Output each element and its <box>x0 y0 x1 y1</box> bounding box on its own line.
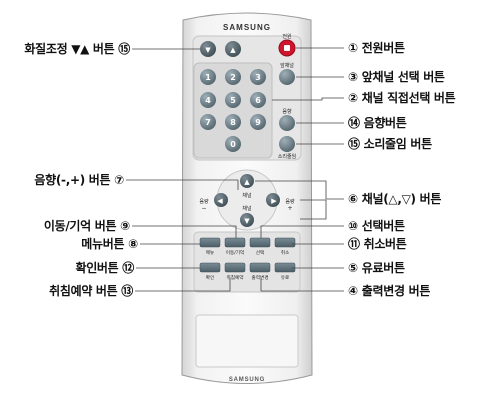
callout-volume: 음향(-,+) 버튼 ⑦ <box>34 173 124 187</box>
callout-pay: ⑤ 유료버튼 <box>348 261 405 275</box>
digit-9-button[interactable]: 9 <box>250 114 266 130</box>
callout-mute: ⑮ 소리줄임 버튼 <box>348 137 432 151</box>
svg-text:◀: ◀ <box>217 197 223 205</box>
digit-5-button[interactable]: 5 <box>225 92 241 108</box>
svg-text:▲: ▲ <box>230 46 236 54</box>
digit-3-button[interactable]: 3 <box>250 69 266 85</box>
callout-ok: 확인버튼 ⑫ <box>75 261 134 275</box>
prev-channel-label: 앞채널 <box>280 62 294 69</box>
sleep-button[interactable]: 취침예약 <box>224 262 246 281</box>
digit-8-label: 8 <box>230 118 236 127</box>
mute-label: 소리줄임 <box>278 153 296 160</box>
digit-1-label: 1 <box>205 73 211 82</box>
number-keypad: 1 2 3 4 5 6 7 8 9 0 <box>200 69 266 152</box>
digit-0-label: 0 <box>230 140 236 149</box>
move-memory-label: 이동/기억 <box>226 249 244 256</box>
leader-lines <box>126 47 344 292</box>
sleep-label: 취침예약 <box>227 274 245 281</box>
digit-1-button[interactable]: 1 <box>200 69 216 85</box>
digit-9-label: 9 <box>255 118 261 127</box>
svg-text:▼: ▼ <box>205 46 211 54</box>
digit-8-button[interactable]: 8 <box>225 114 241 130</box>
cancel-button[interactable]: 취소 <box>274 237 296 256</box>
channel-label-bottom: 채널 <box>242 205 252 212</box>
callout-channel: ⑥ 채널(△,▽) 버튼 <box>348 192 442 206</box>
callout-sleep: 취침예약 버튼 ⑬ <box>49 284 133 298</box>
prev-channel-button[interactable] <box>279 69 295 85</box>
svg-text:▶: ▶ <box>271 197 277 205</box>
select-button[interactable]: 선택 <box>249 237 271 256</box>
callout-direct-channel: ② 채널 직접선택 버튼 <box>348 91 456 105</box>
digit-7-label: 7 <box>205 118 211 127</box>
select-label: 선택 <box>256 249 264 256</box>
pay-button[interactable]: 유료 <box>274 262 296 281</box>
menu-label: 메뉴 <box>206 249 214 256</box>
digit-5-label: 5 <box>230 96 236 105</box>
digit-4-button[interactable]: 4 <box>200 92 216 108</box>
svg-text:▼: ▼ <box>244 217 250 225</box>
menu-button[interactable]: 메뉴 <box>199 237 221 256</box>
power-button[interactable] <box>278 39 296 57</box>
digit-0-button[interactable]: 0 <box>225 136 241 152</box>
move-memory-button[interactable]: 이동/기억 <box>224 237 246 256</box>
callout-sound: ⑭ 음향버튼 <box>348 116 407 130</box>
cancel-label: 취소 <box>281 249 289 256</box>
channel-label-top: 채널 <box>242 192 252 199</box>
callout-menu: 메뉴버튼 ⑧ <box>81 237 138 251</box>
callout-prev-channel: ③ 앞채널 선택 버튼 <box>348 70 445 84</box>
svg-text:▲: ▲ <box>244 178 250 186</box>
digit-6-button[interactable]: 6 <box>250 92 266 108</box>
channel-up-button[interactable]: ▲ <box>240 174 254 188</box>
brand-bottom: SAMSUNG <box>229 377 265 383</box>
callout-cancel: ⑪ 취소버튼 <box>348 237 407 251</box>
volume-up-button[interactable]: ▶ <box>266 193 280 207</box>
digit-4-label: 4 <box>205 96 211 105</box>
volume-plus-label: 음량 <box>285 198 295 205</box>
callout-move-memory: 이동/기억 버튼 ⑨ <box>43 219 130 233</box>
picture-down-button[interactable]: ▼ <box>200 41 216 57</box>
digit-2-button[interactable]: 2 <box>225 69 241 85</box>
brand-top: SAMSUNG <box>223 23 271 32</box>
callout-select: ⑩ 선택버튼 <box>348 219 405 233</box>
volume-down-button[interactable]: ◀ <box>214 193 228 207</box>
callout-picture-adjust: 화질조정 ▼▲ 버튼 ⑮ <box>24 42 130 56</box>
output-label: 출력변경 <box>252 274 269 281</box>
volume-plus-sign: + <box>287 205 292 212</box>
mute-button[interactable] <box>279 136 295 152</box>
digit-6-label: 6 <box>255 96 261 105</box>
digit-7-button[interactable]: 7 <box>200 114 216 130</box>
digit-2-label: 2 <box>230 73 236 82</box>
pay-label: 유료 <box>281 275 289 281</box>
callout-power: ① 전원버튼 <box>348 41 405 55</box>
sound-label: 음향 <box>282 108 292 115</box>
bottom-window <box>195 314 299 368</box>
power-label: 전원 <box>282 33 292 40</box>
function-panel <box>193 231 301 293</box>
ok-label: 확인 <box>206 274 214 281</box>
channel-down-button[interactable]: ▼ <box>240 213 254 227</box>
output-button[interactable]: 출력변경 <box>249 262 271 281</box>
keypad-panel <box>193 62 273 159</box>
digit-3-label: 3 <box>255 73 261 82</box>
volume-minus-sign: − <box>201 205 206 212</box>
sound-button[interactable] <box>279 115 295 131</box>
ok-button[interactable]: 확인 <box>199 262 221 281</box>
volume-minus-label: 음량 <box>199 198 209 205</box>
callout-output: ④ 출력변경 버튼 <box>348 284 431 298</box>
picture-up-button[interactable]: ▲ <box>225 41 241 57</box>
